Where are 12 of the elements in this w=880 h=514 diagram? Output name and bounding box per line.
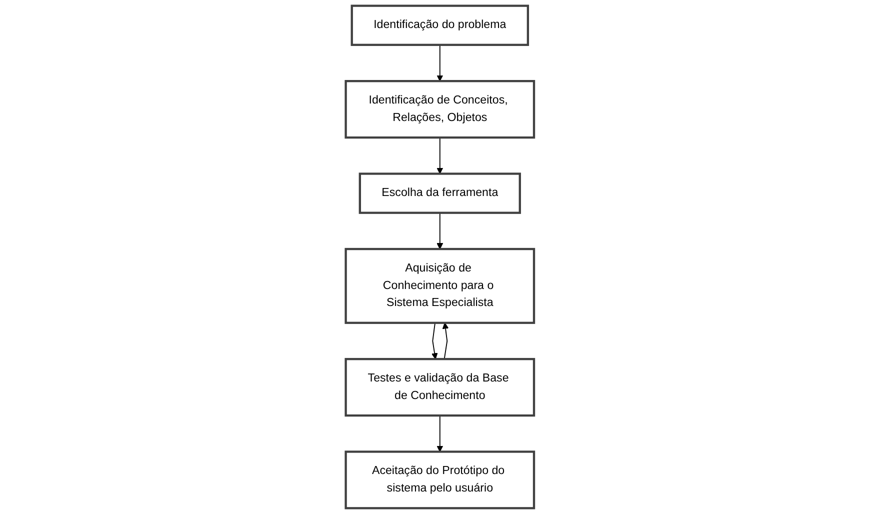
node-box: Aquisição de Conhecimento para o Sistema Especialista — [344, 248, 536, 324]
arrow — [436, 212, 444, 250]
arrow — [436, 137, 444, 174]
node-box: Testes e validação da Base de Conhecimento — [344, 358, 536, 417]
node-box: Escolha da ferramenta — [358, 172, 522, 214]
arrow — [436, 415, 444, 452]
node-box: Identificação do problema — [350, 4, 530, 46]
arrow — [442, 322, 449, 360]
node-box: Aceitação do Protótipo do sistema pelo usuário — [344, 450, 536, 510]
node-box: Identificação de Conceitos, Relações, Objetos — [344, 80, 536, 139]
arrow — [432, 322, 438, 360]
arrow — [436, 44, 444, 82]
